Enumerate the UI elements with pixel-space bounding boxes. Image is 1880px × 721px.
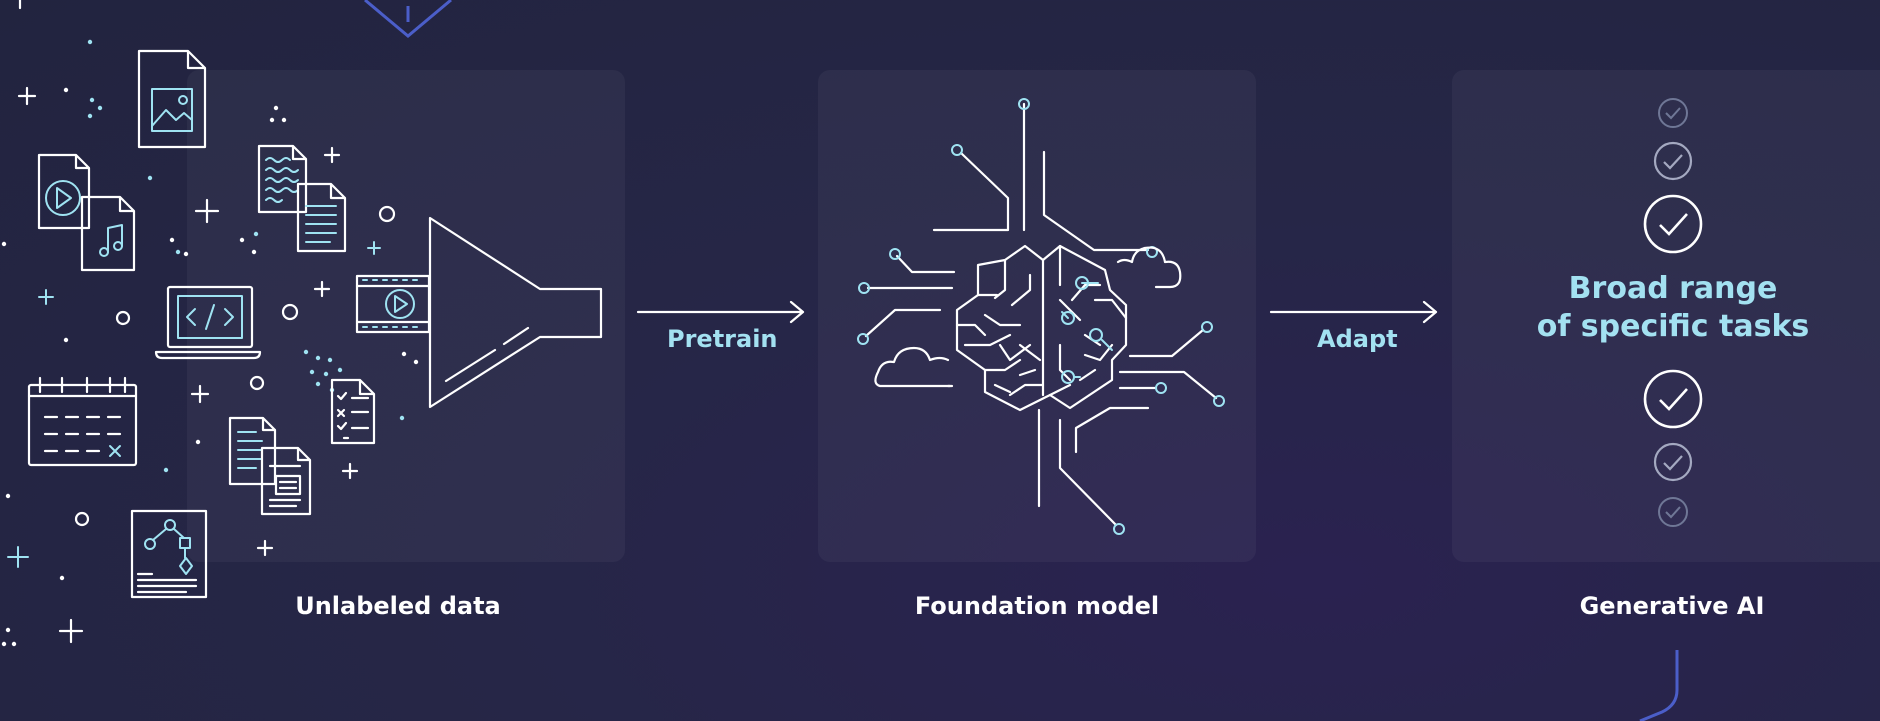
pretrain-arrow (636, 300, 805, 324)
top-chevron-icon (364, 0, 452, 38)
checklist-icon (330, 378, 376, 445)
adapt-arrow (1269, 300, 1438, 324)
funnel-icon (428, 216, 603, 409)
check-circle-icon (1643, 98, 1703, 527)
pretrain-label: Pretrain (667, 325, 778, 353)
document-icon (228, 416, 312, 516)
tasks-label-line1: Broad range (1568, 271, 1778, 306)
audio-wave-file-icon (257, 144, 308, 214)
unlabeled-data-caption: Unlabeled data (295, 592, 501, 620)
laptop-code-icon (154, 285, 262, 360)
foundation-model-panel (818, 70, 1256, 562)
decorative-sparkles (1, 39, 419, 647)
tasks-label-line2: of specific tasks (1536, 309, 1810, 344)
tasks-label: Broad range of specific tasks (1473, 270, 1873, 346)
foundation-model-caption: Foundation model (914, 592, 1160, 620)
music-file-icon (80, 195, 136, 272)
brain-circuit-icon (857, 98, 1225, 535)
flowchart-icon (130, 509, 208, 599)
adapt-label: Adapt (1317, 325, 1398, 353)
image-file-icon (137, 49, 207, 149)
calendar-icon (27, 376, 138, 467)
text-file-icon (296, 182, 347, 253)
generative-ai-panel (1452, 70, 1880, 562)
video-strip-icon (355, 274, 431, 334)
generative-ai-caption: Generative AI (1579, 592, 1765, 620)
cloud-icon (874, 246, 1182, 388)
bottom-connector-line (1639, 650, 1679, 721)
